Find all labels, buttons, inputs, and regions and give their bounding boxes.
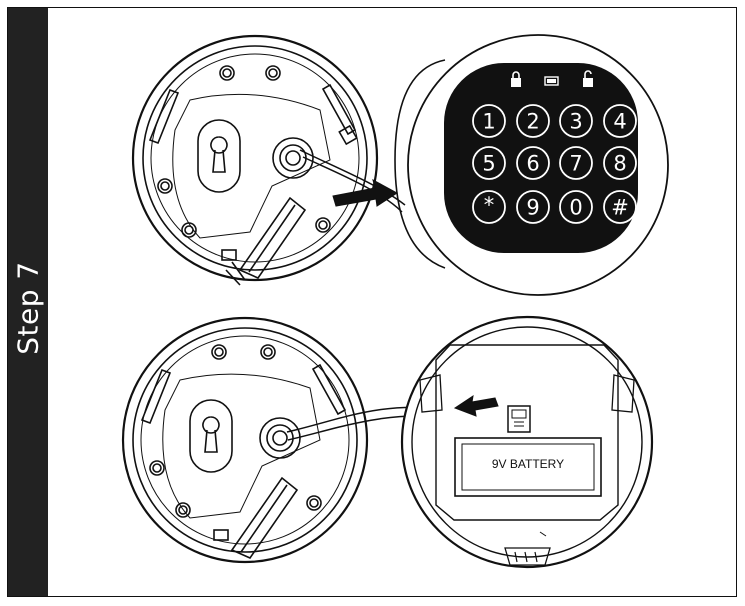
keypad-key-ring — [603, 190, 637, 224]
indicator-row — [511, 70, 593, 87]
keypad-key-hash: # — [611, 196, 629, 220]
keypad-key-ring — [516, 190, 550, 224]
keypad-key-ring — [516, 146, 550, 180]
keypad-face — [444, 63, 638, 253]
insert-arrow-top — [332, 179, 398, 207]
battery-icon — [544, 76, 559, 86]
cable-top — [299, 149, 406, 206]
keypad-key-ring — [472, 146, 506, 180]
keypad-back — [400, 315, 654, 569]
keypad-key-7: 7 — [569, 152, 582, 176]
keypad-key-star: * — [484, 193, 495, 217]
keypad-assembly — [394, 34, 669, 296]
connect-arrow-bottom — [453, 394, 499, 417]
keypad-key-ring — [559, 104, 593, 138]
keypad-key-ring — [472, 190, 506, 224]
keypad-key-1: 1 — [482, 110, 495, 134]
keypad-key-6: 6 — [526, 152, 539, 176]
keypad-key-ring — [559, 146, 593, 180]
keypad-key-ring — [472, 104, 506, 138]
step-sidebar: Step 7 — [8, 8, 48, 596]
keypad-key-4: 4 — [613, 110, 626, 134]
keypad-key-0: 0 — [569, 196, 582, 220]
keypad-key-ring — [603, 146, 637, 180]
keypad-key-ring — [603, 104, 637, 138]
keypad-key-5: 5 — [482, 152, 495, 176]
lock-open-icon — [583, 70, 593, 87]
keypad-key-9: 9 — [526, 196, 539, 220]
mounting-plate-top — [131, 34, 379, 286]
lock-closed-icon — [511, 71, 521, 87]
battery-label: 9V BATTERY — [492, 457, 564, 471]
keypad-key-2: 2 — [526, 110, 539, 134]
keypad-key-ring — [559, 190, 593, 224]
keypad-key-ring — [516, 104, 550, 138]
mounting-plate-bottom — [121, 316, 369, 564]
keypad-key-8: 8 — [613, 152, 626, 176]
keypad-key-3: 3 — [569, 110, 582, 134]
keypad-keys: 1 2 3 4 5 6 7 8 * 9 0 # — [472, 104, 637, 224]
